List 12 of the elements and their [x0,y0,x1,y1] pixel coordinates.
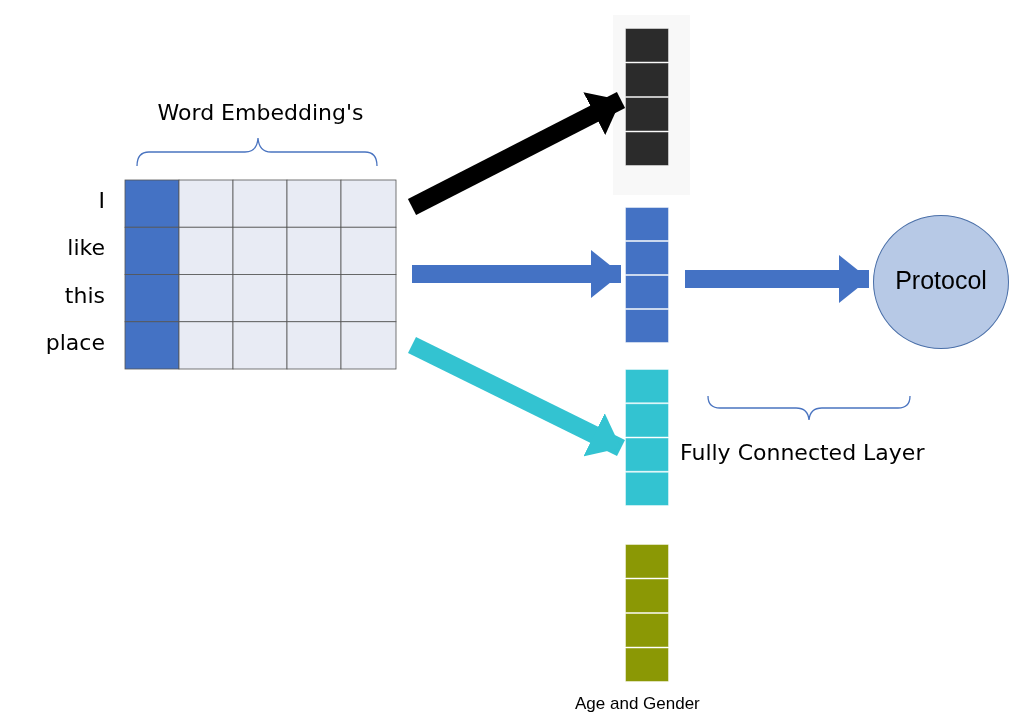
row-word: I [98,188,105,213]
block-arrow [407,92,626,215]
layer-label: Fully Connected Layer [680,440,925,465]
block-arrow [685,255,869,303]
row-word: this [64,282,105,308]
block-arrow [408,336,625,457]
matrix-heading: Word Embedding's [156,100,365,125]
block-arrow [412,250,621,298]
row-word: place [45,329,105,355]
circle-label: Protocol [894,266,988,295]
vector-caption: Age and Gender [575,694,700,714]
row-word: like [67,235,105,261]
